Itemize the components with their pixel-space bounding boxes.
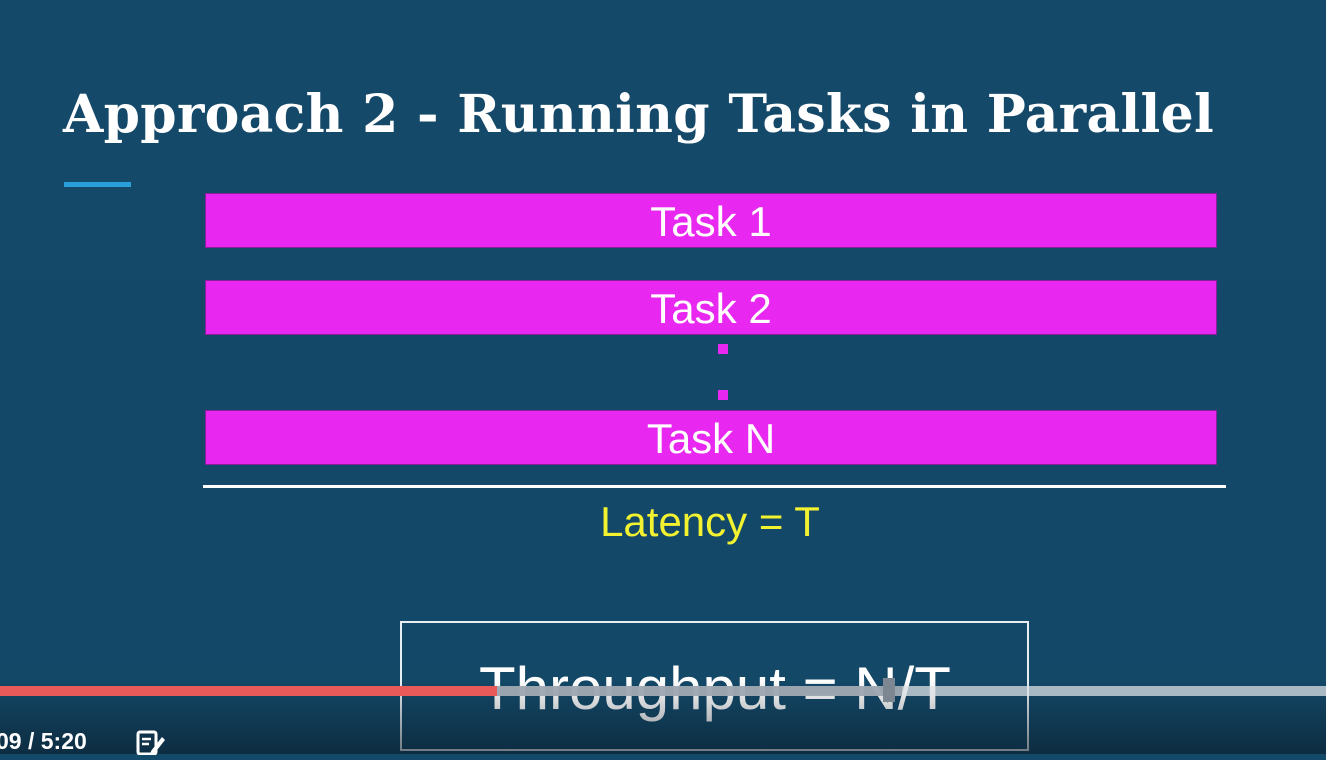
ellipsis-dot [718, 344, 728, 354]
ellipsis-dot [718, 390, 728, 400]
task-label: Task N [646, 414, 776, 462]
progress-bar[interactable] [0, 686, 1326, 696]
slide-title: Approach 2 - Running Tasks in Parallel [63, 84, 1215, 145]
task-bar-n: Task N [205, 410, 1217, 465]
task-bar-2: Task 2 [205, 280, 1217, 335]
progress-played [0, 686, 498, 696]
timeline-separator [203, 485, 1226, 488]
notes-edit-icon [136, 730, 165, 756]
notes-button[interactable] [136, 729, 166, 756]
title-underline [64, 182, 131, 187]
time-display: 09 / 5:20 [0, 728, 87, 754]
progress-hover-marker [883, 678, 895, 702]
task-label: Task 1 [650, 197, 772, 245]
task-bar-1: Task 1 [205, 193, 1217, 248]
task-label: Task 2 [650, 284, 772, 332]
latency-label: Latency = T [600, 498, 820, 545]
